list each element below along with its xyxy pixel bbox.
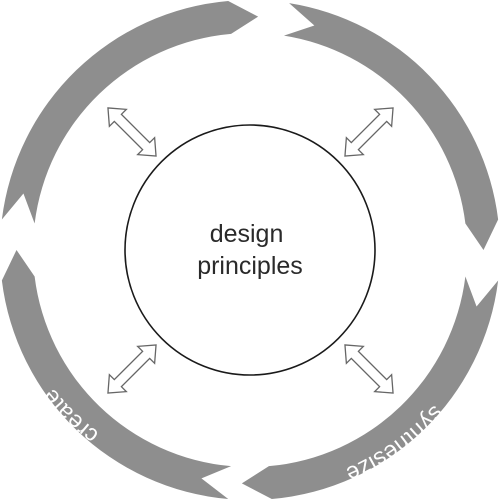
double-arrow-icon-top-right [344,107,394,157]
double-arrow-icon-bottom-left [107,344,157,394]
center-label-line-2: principles [197,252,303,280]
double-arrow-icon-top-left [107,107,157,157]
ring-segment-create [241,276,499,500]
center-circle [124,124,376,376]
center-label-line-1: design [210,220,284,248]
ring-segment-evaluate [1,250,232,500]
connector-arrows [107,107,394,394]
center-label: design principles [197,220,303,280]
double-arrow-icon-bottom-right [344,344,394,394]
ring-segment-explore [1,0,259,224]
ring-segment-synthesize [283,3,499,250]
